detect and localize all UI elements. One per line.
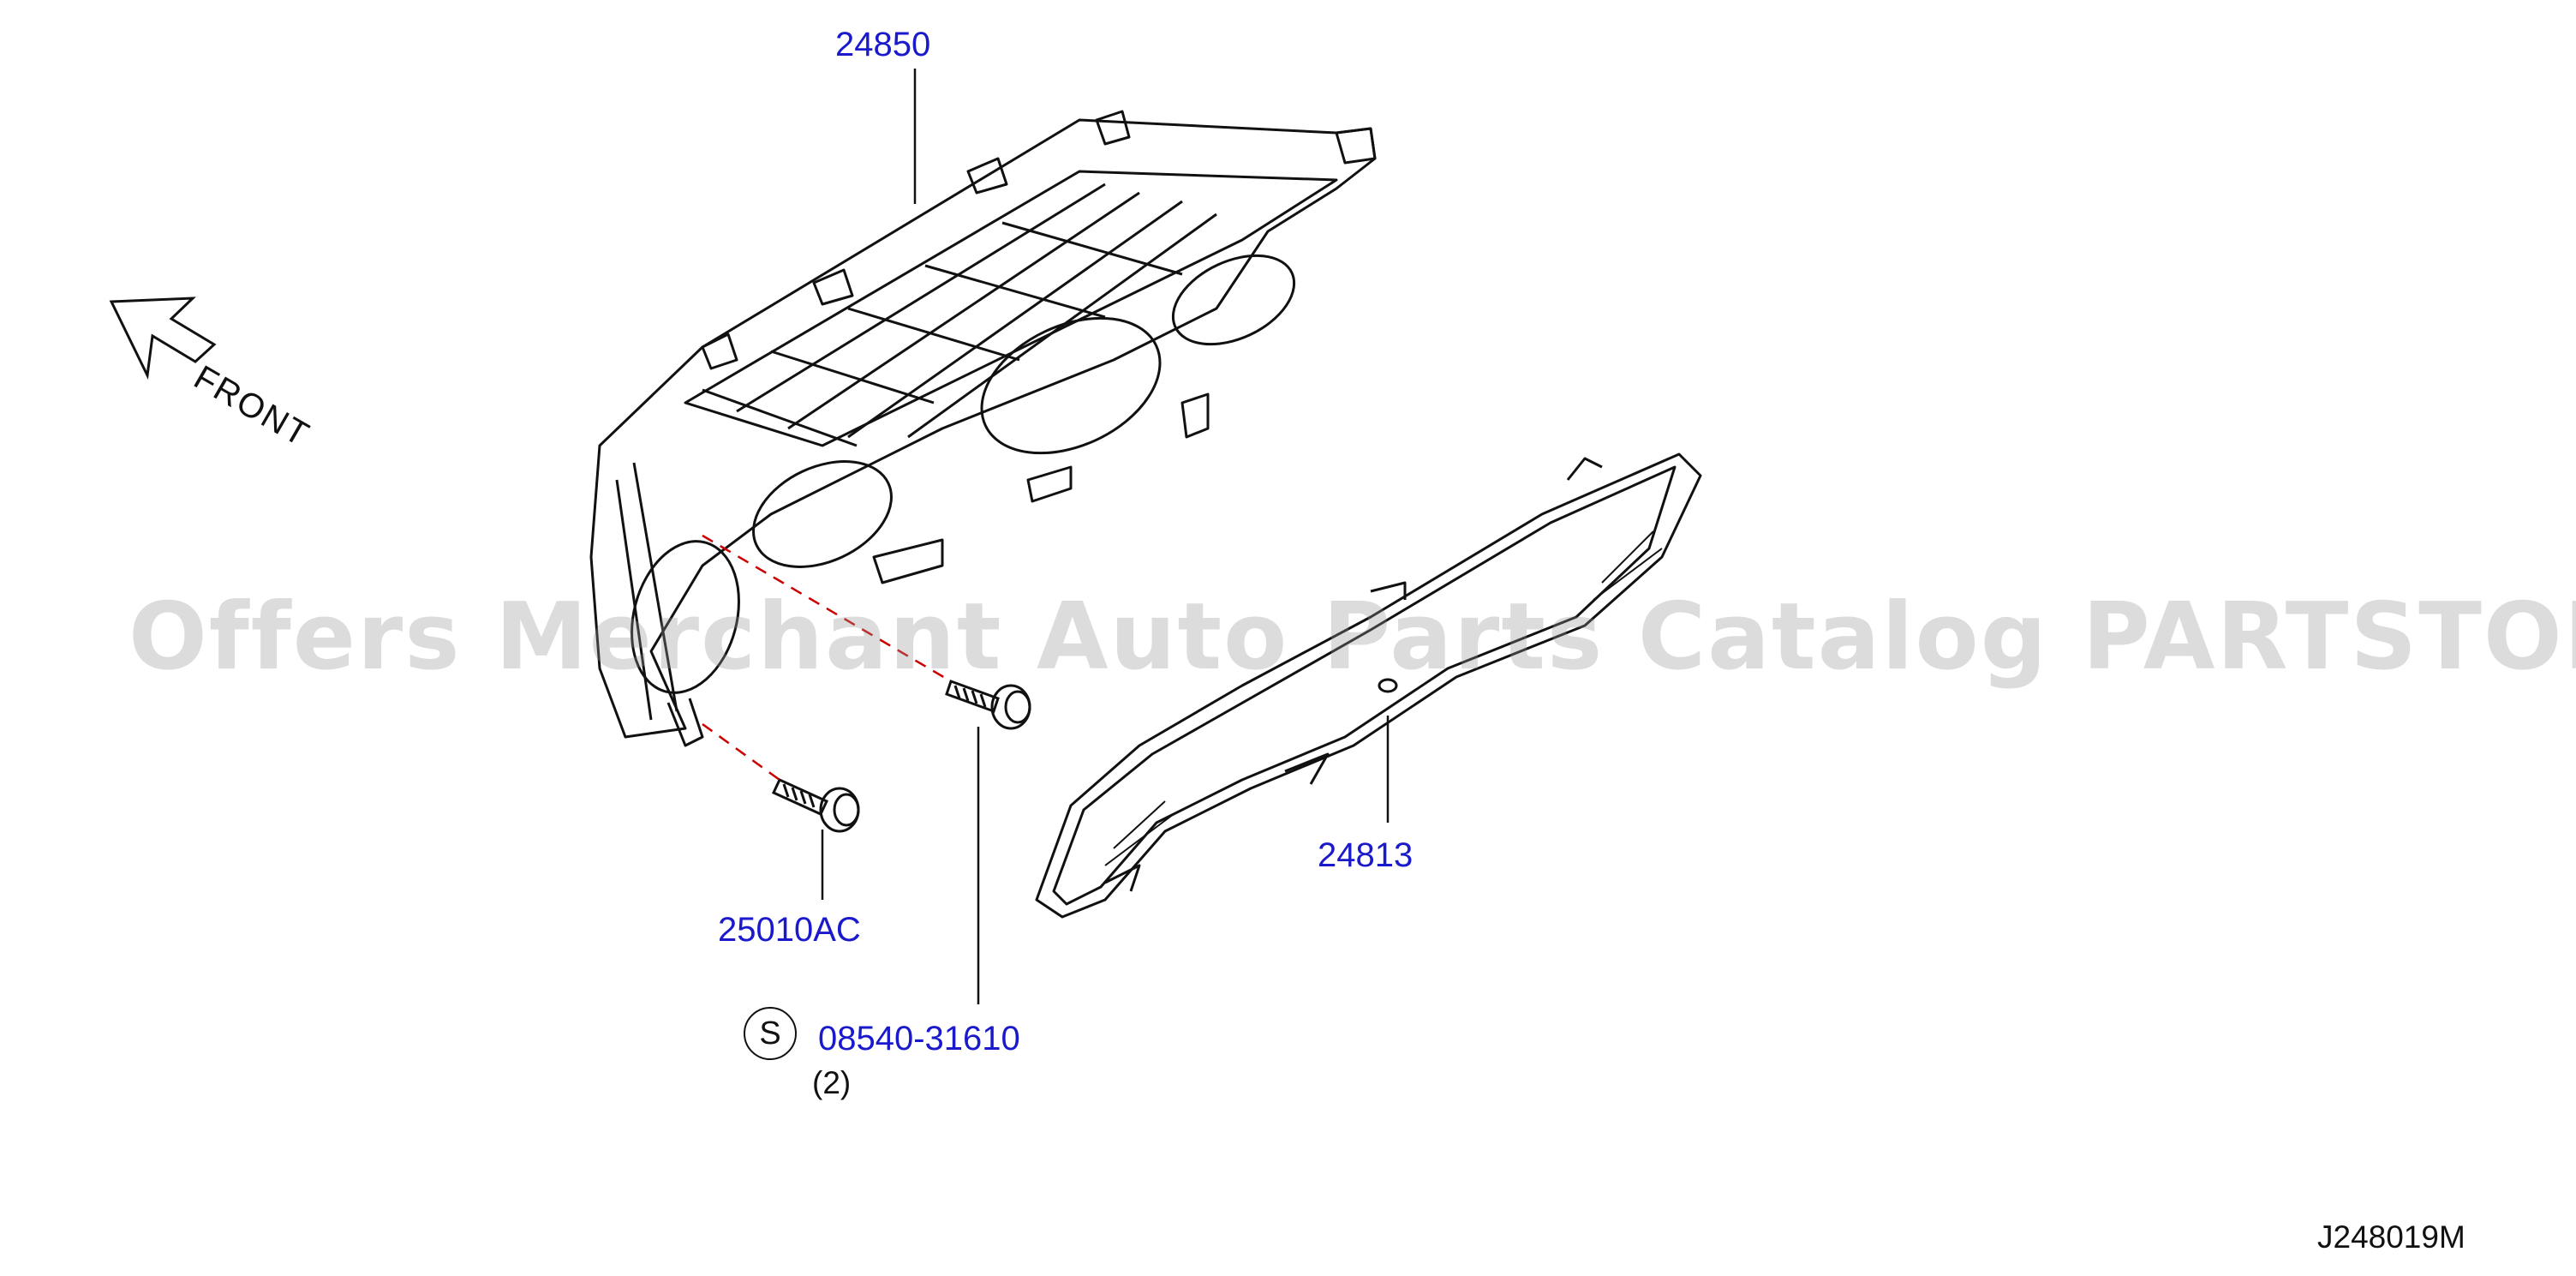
lens-panel <box>1035 452 1702 919</box>
diagram-code: J248019M <box>2317 1219 2465 1255</box>
part-number-24813[interactable]: 24813 <box>1318 836 1414 874</box>
screw-small-icon <box>772 778 860 833</box>
alignment-dashes <box>702 534 952 782</box>
front-arrow-icon <box>109 297 217 380</box>
screw-standard-icon <box>945 680 1031 730</box>
standard-part-symbol: S <box>744 1007 797 1060</box>
cluster-housing <box>589 110 1377 747</box>
part-number-24850[interactable]: 24850 <box>835 26 931 63</box>
part-number-08540-31610[interactable]: 08540-31610 <box>818 1020 1020 1057</box>
part-quantity: (2) <box>812 1065 852 1100</box>
part-number-25010ac[interactable]: 25010AC <box>718 911 861 949</box>
leader-lines <box>821 69 1390 1004</box>
